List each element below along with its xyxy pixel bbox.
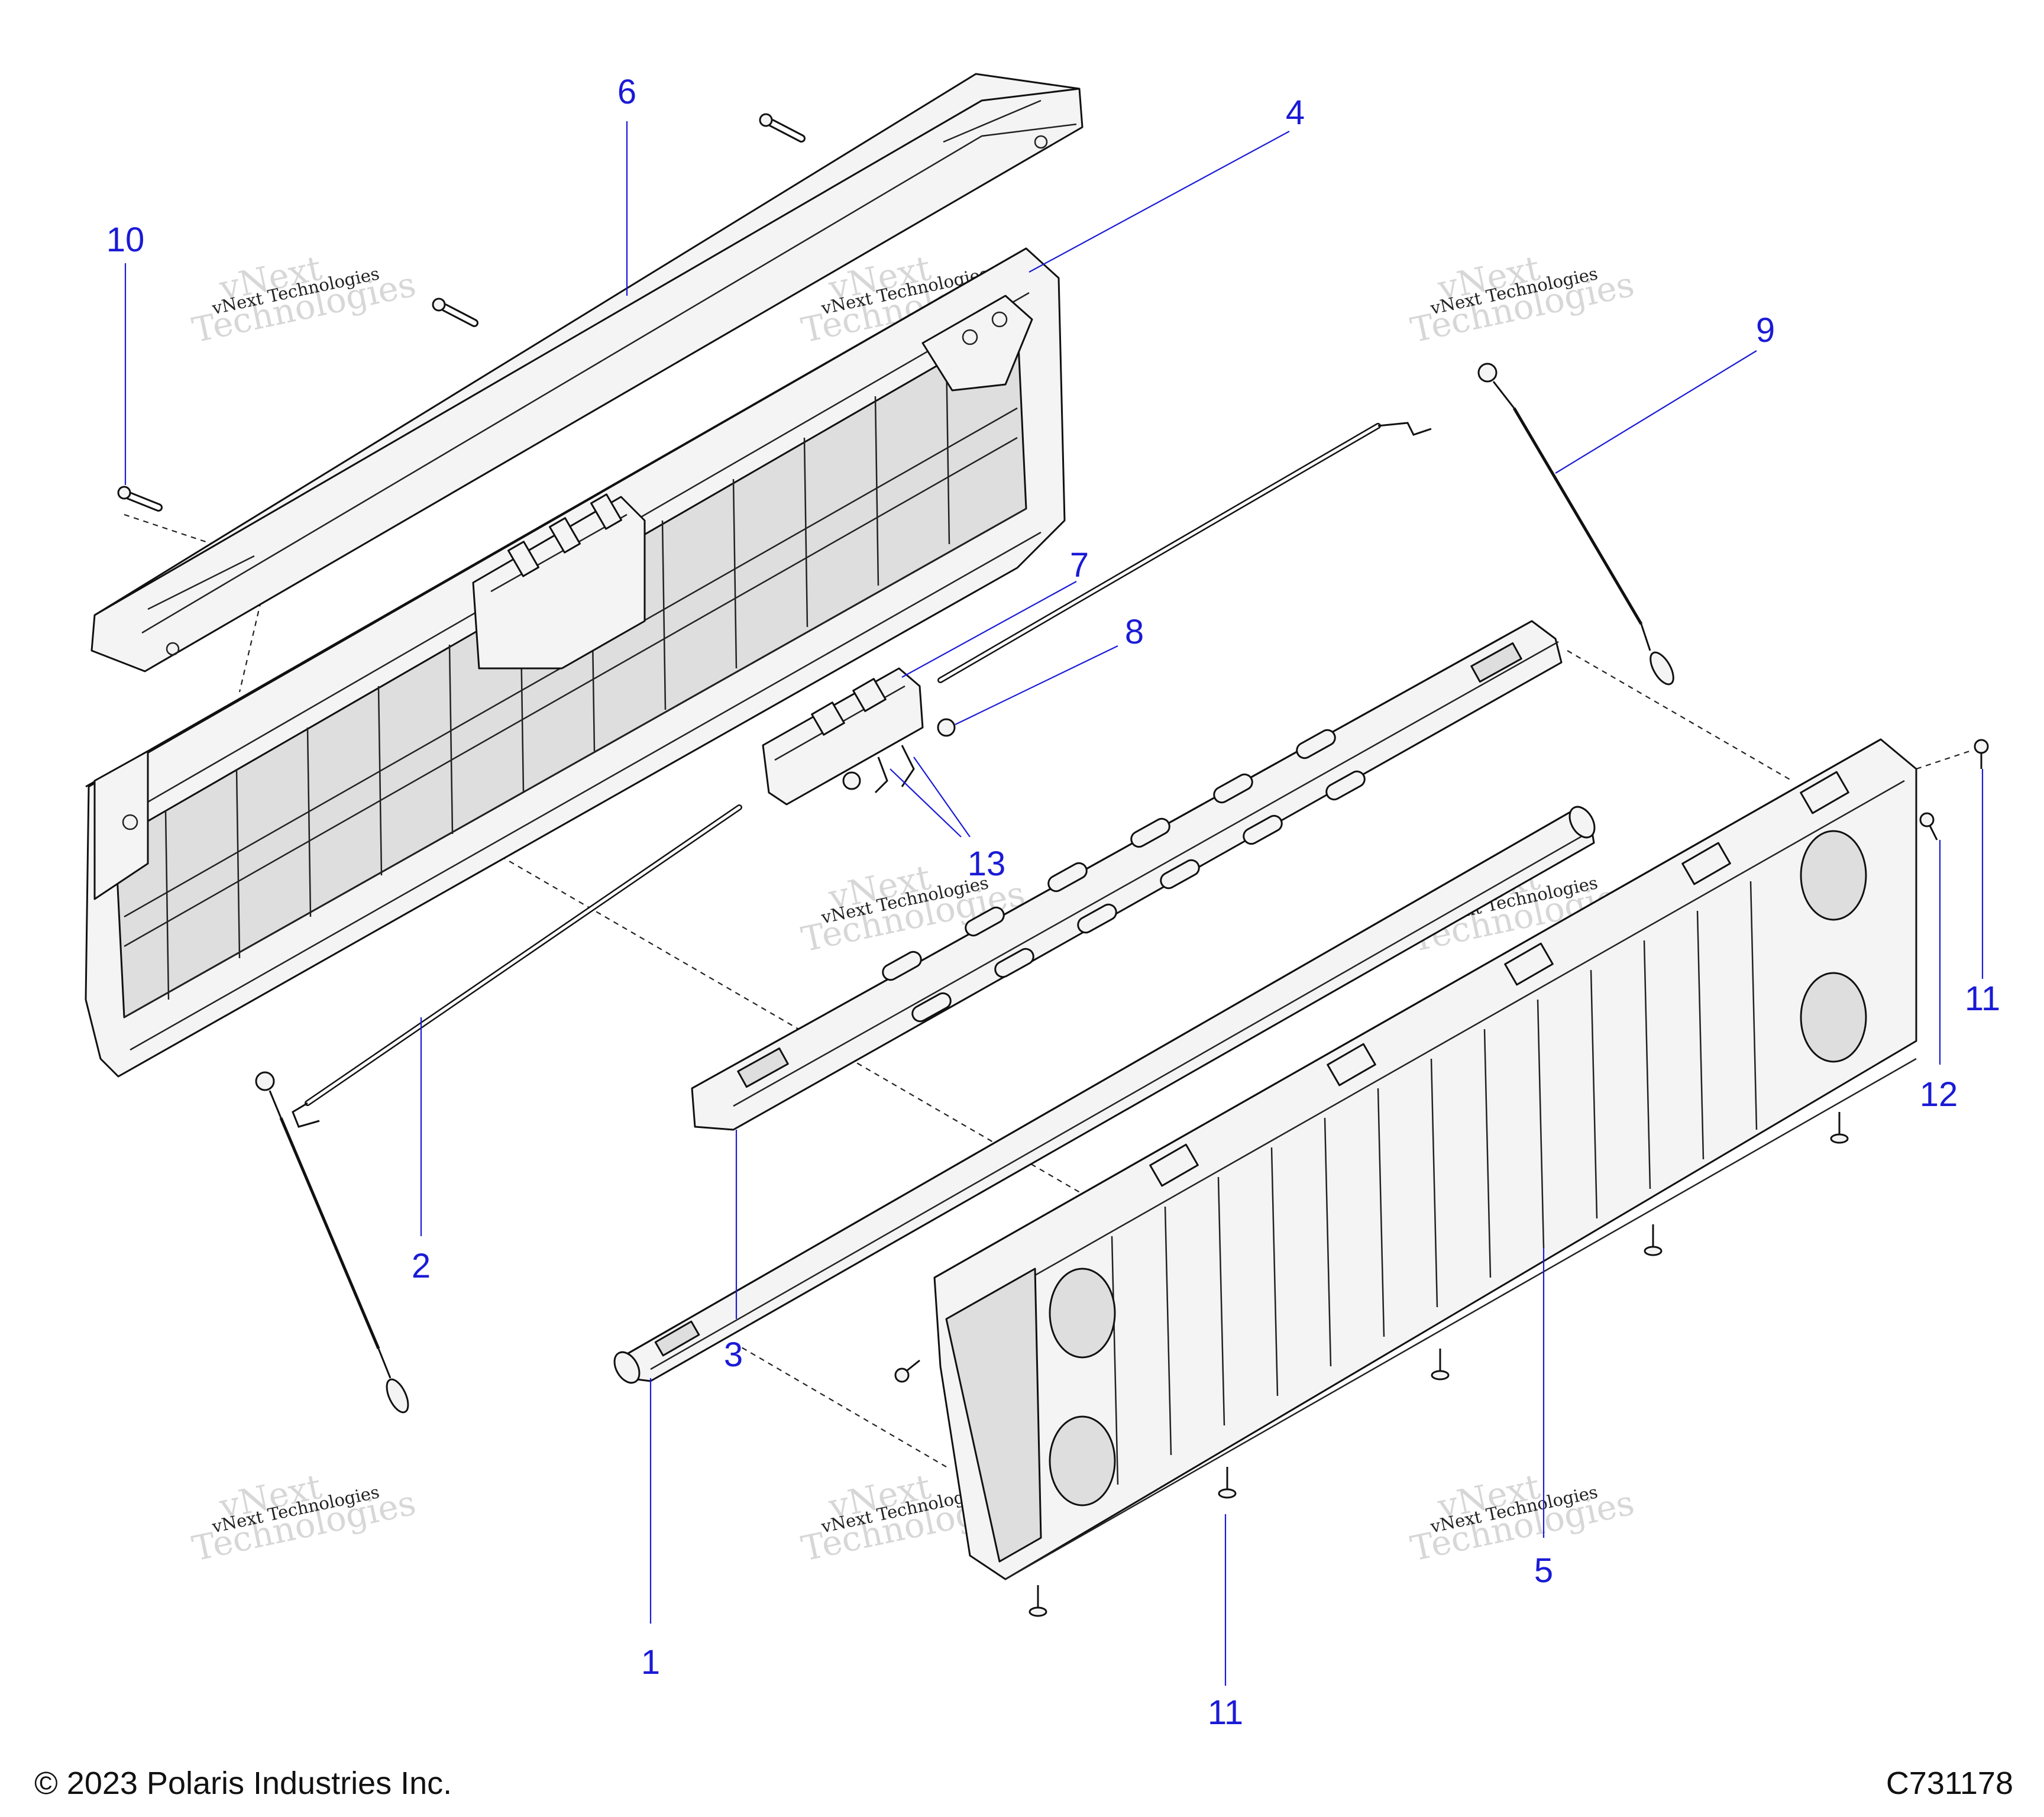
diagram-id: C731178 — [1885, 1766, 2013, 1801]
callout-4: 4 — [1286, 93, 1305, 132]
screw — [1919, 812, 1938, 840]
callout-3: 3 — [724, 1336, 743, 1374]
part-top-cap — [90, 73, 1084, 673]
screw — [1644, 1224, 1663, 1256]
callout-13: 13 — [968, 845, 1006, 883]
part-latch-bracket — [762, 667, 956, 806]
screw — [1830, 1112, 1849, 1144]
part-cable-right — [1477, 363, 1674, 686]
pin-middle — [432, 298, 478, 327]
part-rod-upper — [937, 422, 1432, 683]
callout-1: 1 — [641, 1643, 660, 1682]
rail-slots — [882, 729, 1366, 1023]
pin-top — [759, 113, 806, 143]
leader-lines — [124, 121, 1984, 1686]
callout-9: 9 — [1756, 311, 1775, 350]
part-outer-panel — [933, 738, 1917, 1580]
part-upper-rail — [691, 620, 1563, 1131]
callouts: 1 2 3 4 5 6 7 8 9 10 11 11 12 13 — [106, 73, 2000, 1732]
screw — [1431, 1349, 1450, 1380]
callout-10: 10 — [106, 221, 145, 259]
callout-5: 5 — [1534, 1551, 1553, 1590]
copyright-notice: © 2023 Polaris Industries Inc. — [34, 1766, 452, 1801]
nut-8 — [937, 718, 956, 737]
fasteners — [894, 739, 1989, 1617]
screw — [1974, 739, 1989, 769]
pin-left — [117, 486, 163, 512]
callout-6: 6 — [617, 73, 636, 111]
callout-11-bottom: 11 — [1208, 1693, 1243, 1732]
callout-2: 2 — [412, 1247, 431, 1285]
screw — [894, 1359, 920, 1383]
callout-8: 8 — [1125, 613, 1144, 651]
nut-left — [842, 771, 861, 790]
callout-7: 7 — [1070, 546, 1089, 584]
screw — [1218, 1467, 1237, 1499]
part-inner-panel — [85, 247, 1066, 1078]
part-rod-left — [292, 804, 742, 1128]
callout-11-right: 11 — [1965, 979, 2000, 1018]
callout-12: 12 — [1920, 1075, 1958, 1114]
screw — [1029, 1585, 1047, 1617]
pins — [117, 113, 806, 512]
outer-panel-ribs — [1111, 881, 1758, 1485]
part-lower-tube — [613, 806, 1596, 1384]
part-cable-left — [255, 1071, 409, 1414]
